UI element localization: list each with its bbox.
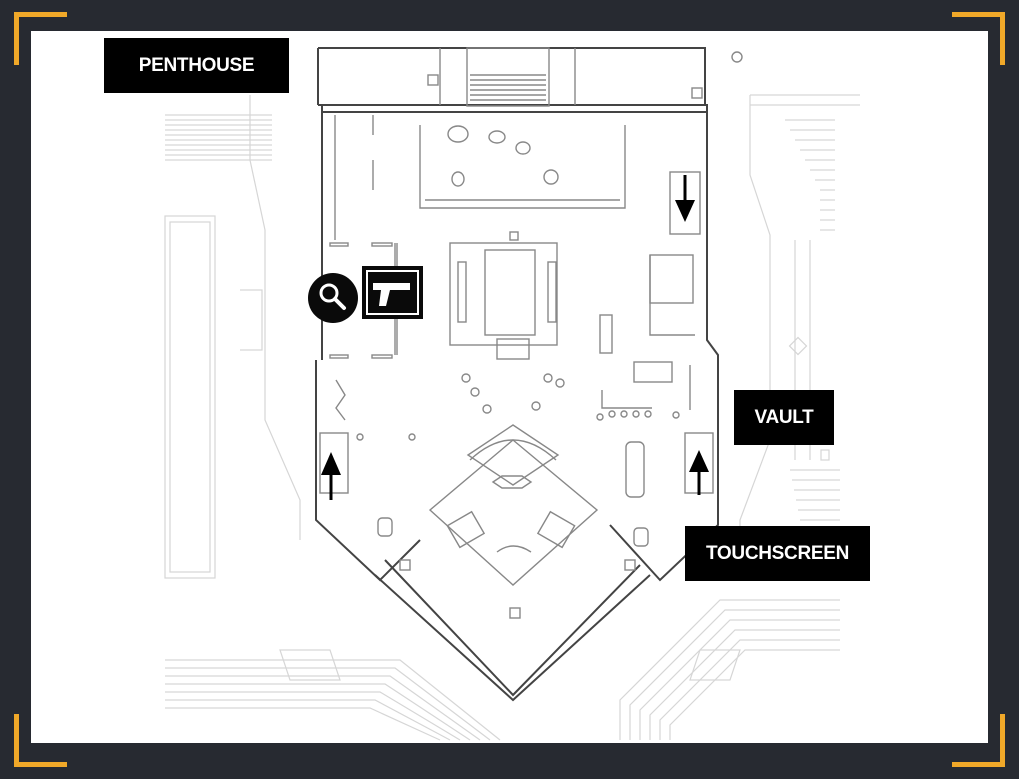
background-plan bbox=[164, 94, 860, 741]
corner-bracket-top-right bbox=[952, 12, 1005, 65]
corner-bracket-bottom-left bbox=[14, 714, 67, 767]
label-touchscreen: TOUCHSCREEN bbox=[685, 526, 870, 581]
corner-bracket-bottom-right bbox=[952, 714, 1005, 767]
corner-bracket-top-left bbox=[14, 12, 67, 65]
interior-details bbox=[319, 47, 743, 619]
label-penthouse: PENTHOUSE bbox=[104, 38, 289, 93]
pistol-icon[interactable] bbox=[362, 266, 423, 319]
label-vault: VAULT bbox=[734, 390, 834, 445]
left-stairs bbox=[165, 114, 272, 161]
stairs-up-arrow-icon bbox=[321, 452, 341, 500]
search-icon[interactable] bbox=[308, 273, 358, 323]
bottom-right-corridor bbox=[619, 599, 840, 740]
stairs-up-arrow-icon bbox=[689, 450, 709, 495]
stairs-down-arrow-icon bbox=[675, 175, 695, 222]
bottom-left-corridor bbox=[165, 659, 501, 741]
